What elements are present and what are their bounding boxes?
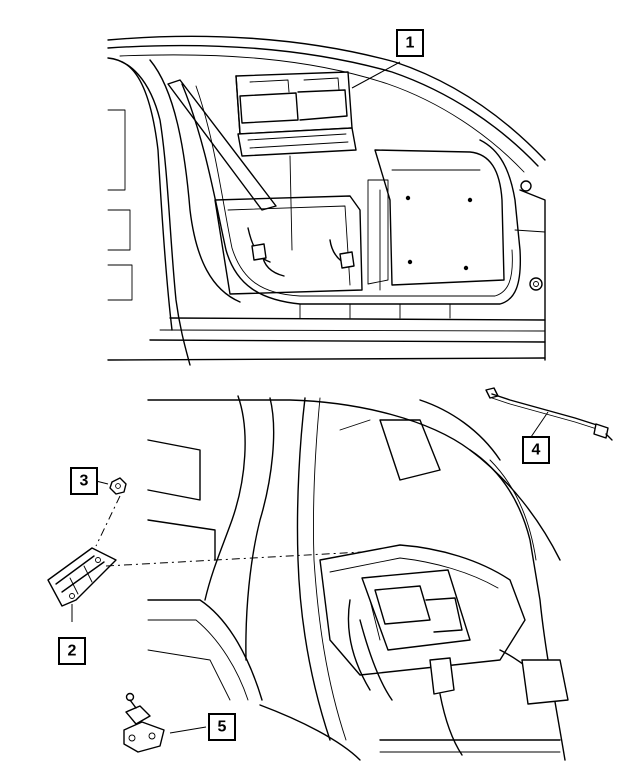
battery-in-bay: [361, 569, 471, 651]
callout-2: 2: [58, 637, 86, 665]
callout-4-label: 4: [532, 442, 541, 459]
callout-1-label: 1: [406, 35, 415, 52]
part-4-rod: [485, 387, 613, 441]
bottom-trunk-view: [147, 395, 569, 761]
part-5-sensor: [123, 692, 165, 753]
part-2-bracket: [47, 547, 117, 607]
callout-2-label: 2: [68, 643, 77, 660]
part-3-nut: [109, 477, 127, 495]
callout-1: 1: [396, 29, 424, 57]
callout-5-label: 5: [218, 719, 227, 736]
leader-lines: [71, 61, 549, 734]
callout-4: 4: [522, 436, 550, 464]
battery-top-view: [235, 71, 357, 251]
callout-3: 3: [70, 467, 98, 495]
callout-5: 5: [208, 713, 236, 741]
callout-3-label: 3: [80, 473, 89, 490]
top-trunk-view: [107, 35, 546, 366]
